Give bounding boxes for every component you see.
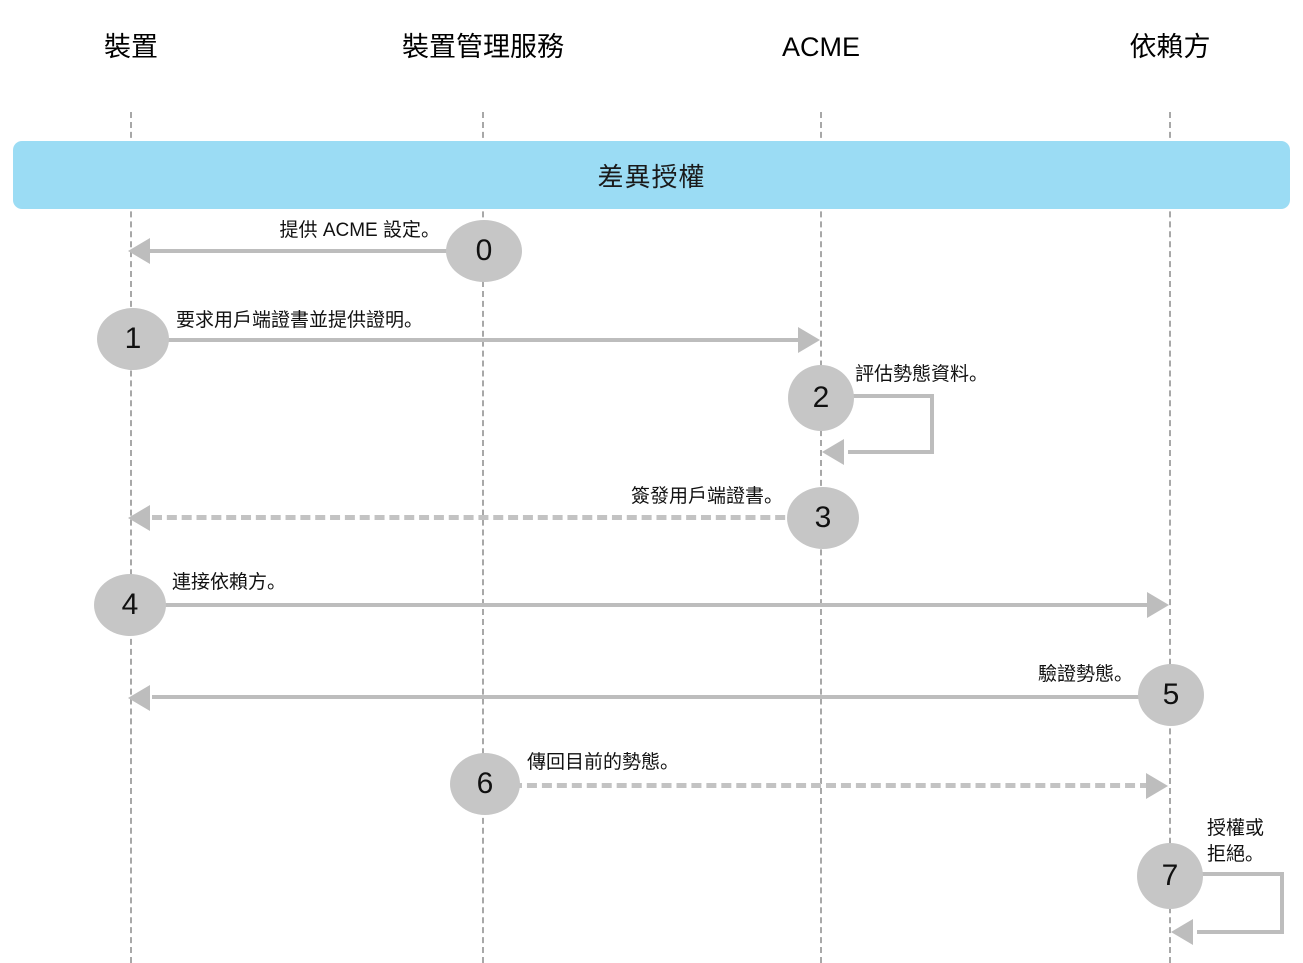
message-line-step-4 <box>157 603 1150 607</box>
phase-banner-label: 差異授權 <box>597 161 706 192</box>
message-label-step-0: 提供 ACME 設定。 <box>279 220 440 241</box>
arrowhead-left-step-7 <box>1171 919 1193 945</box>
participant-header-acme: ACME <box>781 32 861 62</box>
step-badge-0[interactable]: 0 <box>446 220 522 282</box>
message-label-step-4: 連接依賴方。 <box>172 572 287 593</box>
message-line-step-5 <box>152 695 1152 699</box>
step-badge-1[interactable]: 1 <box>97 308 169 370</box>
message-line-step-3 <box>152 515 800 520</box>
message-line-step-0 <box>150 249 452 253</box>
participant-header-device: 裝置 <box>104 32 158 62</box>
message-label-step-1: 要求用戶端證書並提供證明。 <box>176 310 424 331</box>
phase-banner: 差異授權 <box>13 141 1290 209</box>
arrowhead-right-step-1 <box>798 327 820 353</box>
arrowhead-left-step-3 <box>128 505 150 531</box>
step-badge-5[interactable]: 5 <box>1138 664 1204 726</box>
lifeline-device-management-service <box>482 112 484 963</box>
message-label-step-7: 授權或 拒絕。 <box>1207 818 1265 865</box>
lifeline-relying-party <box>1169 112 1171 963</box>
step-badge-6[interactable]: 6 <box>450 753 520 815</box>
step-badge-4[interactable]: 4 <box>94 574 166 636</box>
message-line-step-1 <box>160 338 800 342</box>
participant-header-device-management-service: 裝置管理服務 <box>402 32 564 62</box>
step-badge-2[interactable]: 2 <box>788 365 854 431</box>
lifeline-device <box>130 112 132 963</box>
message-label-step-5: 驗證勢態。 <box>1037 664 1133 685</box>
arrowhead-left-step-0 <box>128 238 150 264</box>
arrowhead-right-step-6 <box>1146 773 1168 799</box>
participant-header-relying-party: 依賴方 <box>1129 32 1211 62</box>
message-line-step-6 <box>512 783 1150 788</box>
arrowhead-left-step-2 <box>822 439 844 465</box>
step-badge-3[interactable]: 3 <box>787 487 859 549</box>
arrowhead-left-step-5 <box>128 685 150 711</box>
message-label-step-2: 評估勢態資料。 <box>855 364 989 385</box>
arrowhead-right-step-4 <box>1147 592 1169 618</box>
step-badge-7[interactable]: 7 <box>1137 843 1203 909</box>
message-label-step-3: 簽發用戶端證書。 <box>630 486 783 507</box>
message-label-step-6: 傳回目前的勢態。 <box>527 752 680 773</box>
